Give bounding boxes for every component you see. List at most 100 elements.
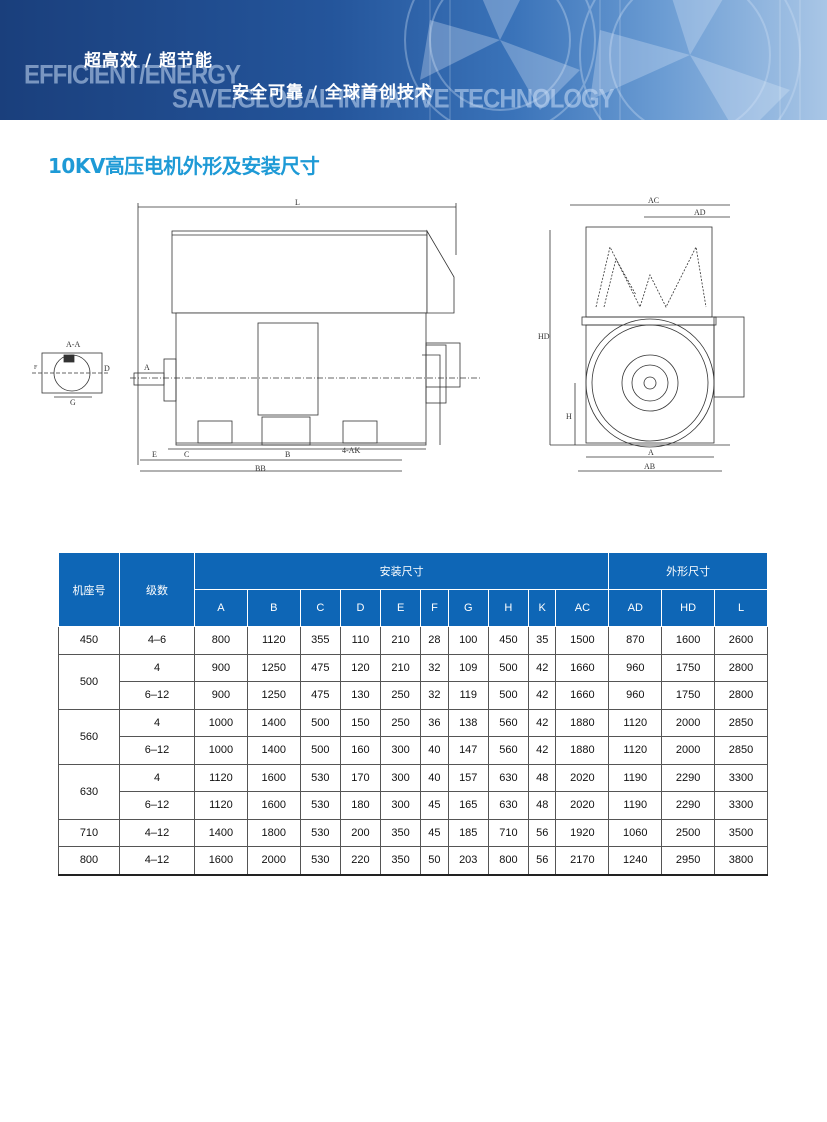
cell-k: 56 (527, 818, 557, 847)
cell-c: 530 (299, 791, 341, 820)
cell-l: 3800 (714, 846, 768, 875)
label-d: D (104, 364, 110, 373)
cell-b: 1250 (246, 653, 301, 682)
label-f: F (34, 365, 38, 371)
cell-ad: 1240 (608, 846, 663, 875)
cell-k: 56 (527, 846, 557, 875)
cell-l: 3300 (714, 791, 768, 820)
cell-k: 48 (527, 763, 557, 792)
cell-hd: 2000 (661, 736, 716, 765)
banner-slogan-2: 安全可靠 / 全球首创技术 (232, 83, 434, 103)
cell-g: 109 (447, 653, 489, 682)
column-header-ac: AC (555, 589, 610, 627)
cell-hd: 1750 (661, 653, 716, 682)
label-section: A-A (66, 340, 80, 349)
header-frame: 机座号 (58, 552, 120, 627)
side-view: L E C B BB 4-AK A (130, 198, 480, 473)
cell-h: 500 (487, 681, 529, 710)
cell-poles: 4–6 (119, 626, 195, 655)
cell-poles: 4–12 (119, 846, 195, 875)
cell-f: 45 (420, 818, 449, 847)
cell-frame: 500 (58, 653, 120, 710)
cell-frame: 450 (58, 626, 120, 655)
label-c: C (184, 450, 189, 459)
cell-ad: 1060 (608, 818, 663, 847)
cell-frame: 710 (58, 818, 120, 847)
cell-f: 28 (420, 626, 449, 655)
cell-e: 300 (380, 736, 422, 765)
cell-l: 2800 (714, 681, 768, 710)
cell-e: 300 (380, 763, 422, 792)
cell-d: 170 (339, 763, 382, 792)
cell-l: 2850 (714, 736, 768, 765)
cell-frame: 560 (58, 708, 120, 765)
cell-e: 350 (380, 818, 422, 847)
cell-hd: 1600 (661, 626, 716, 655)
cell-f: 50 (420, 846, 449, 875)
cell-poles: 4 (119, 653, 195, 682)
cell-k: 42 (527, 708, 557, 737)
cell-g: 147 (447, 736, 489, 765)
cell-a: 800 (194, 626, 248, 655)
label-h: H (566, 412, 572, 421)
cell-g: 157 (447, 763, 489, 792)
cell-ac: 1500 (555, 626, 610, 655)
cell-ac: 2170 (555, 846, 610, 875)
cell-g: 185 (447, 818, 489, 847)
cell-ad: 960 (608, 681, 663, 710)
cell-f: 45 (420, 791, 449, 820)
cell-d: 200 (339, 818, 382, 847)
cell-c: 500 (299, 736, 341, 765)
cell-h: 800 (487, 846, 529, 875)
cell-b: 2000 (246, 846, 301, 875)
cell-g: 138 (447, 708, 489, 737)
banner-english-1: EFFICIENT/ENERGY (24, 60, 241, 91)
cell-a: 900 (194, 681, 248, 710)
label-ad: AD (694, 208, 706, 217)
label-ac: AC (648, 196, 659, 205)
cell-h: 500 (487, 653, 529, 682)
cell-poles: 4 (119, 763, 195, 792)
cell-hd: 2500 (661, 818, 716, 847)
header-outline-group: 外形尺寸 (608, 552, 768, 590)
cell-e: 350 (380, 846, 422, 875)
cell-b: 1800 (246, 818, 301, 847)
cell-frame: 630 (58, 763, 120, 820)
cell-hd: 2000 (661, 708, 716, 737)
cell-e: 300 (380, 791, 422, 820)
cell-e: 210 (380, 626, 422, 655)
cell-poles: 4 (119, 708, 195, 737)
header-install-group: 安装尺寸 (193, 552, 610, 590)
cell-g: 119 (447, 681, 489, 710)
cell-l: 2800 (714, 653, 768, 682)
cell-k: 42 (527, 653, 557, 682)
cell-d: 160 (339, 736, 382, 765)
cell-c: 530 (299, 763, 341, 792)
cell-ac: 2020 (555, 763, 610, 792)
label-ab: AB (644, 462, 655, 471)
cell-poles: 6–12 (119, 791, 195, 820)
column-header-b: B (246, 589, 301, 627)
cell-ad: 1190 (608, 763, 663, 792)
cell-f: 32 (420, 653, 449, 682)
cell-b: 1400 (246, 708, 301, 737)
cell-ac: 1920 (555, 818, 610, 847)
cell-h: 560 (487, 736, 529, 765)
label-a: A (648, 448, 654, 457)
cell-e: 250 (380, 681, 422, 710)
cell-ad: 960 (608, 653, 663, 682)
cell-d: 130 (339, 681, 382, 710)
cell-f: 40 (420, 736, 449, 765)
cell-a: 900 (194, 653, 248, 682)
cell-k: 42 (527, 736, 557, 765)
cell-ac: 1880 (555, 736, 610, 765)
cell-hd: 2950 (661, 846, 716, 875)
cell-d: 110 (339, 626, 382, 655)
cell-hd: 1750 (661, 681, 716, 710)
cell-e: 210 (380, 653, 422, 682)
cell-k: 48 (527, 791, 557, 820)
